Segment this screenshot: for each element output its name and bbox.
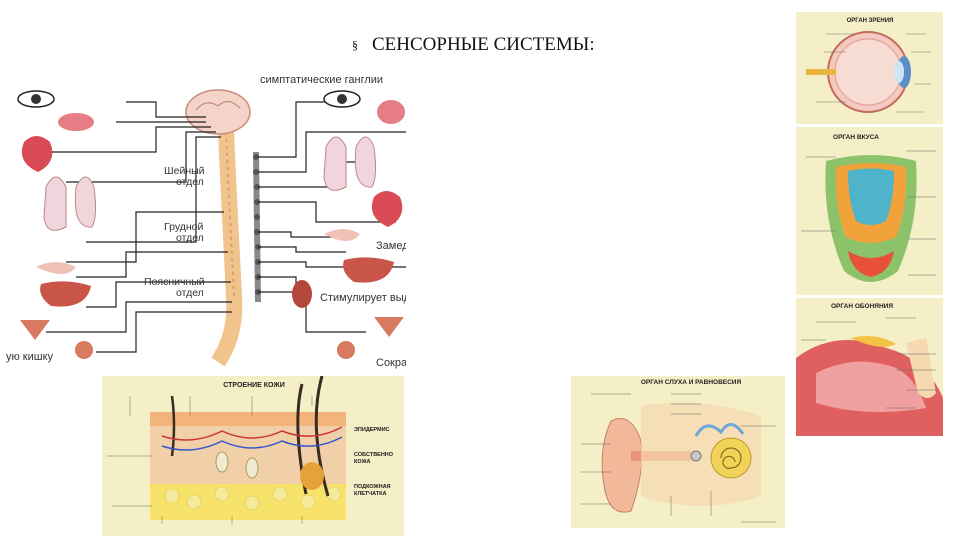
ear-organ-panel: ОРГАН СЛУХА И РАВНОВЕСИЯ (571, 376, 785, 528)
lungs-right-icon (323, 136, 377, 191)
stomach-left-icon (36, 262, 76, 274)
autonomic-nervous-system-diagram: симптатические ганглии Шейный отдел Груд… (6, 62, 406, 372)
sympathetic-ganglia-label: симптатические ганглии (260, 74, 383, 86)
taste-leader-lines (801, 150, 936, 276)
ear-heading: ОРГАН СЛУХА И РАВНОВЕСИЯ (641, 379, 742, 386)
intestine-label: ую кишку (6, 351, 54, 363)
vertebrae (225, 131, 235, 298)
retina (834, 38, 902, 106)
stomach-right-icon (324, 229, 360, 241)
organ-right-bottom-icon (337, 341, 355, 359)
hypodermis-label-1: ПОДКОЖНАЯ (354, 484, 391, 490)
ans-svg: симптатические ганглии Шейный отдел Груд… (6, 74, 406, 369)
receptor-1 (215, 451, 229, 473)
eye-left-icon (17, 90, 55, 108)
contracts-label: Сокра (376, 357, 406, 369)
lumbar-label-2: отдел (176, 287, 204, 299)
organ-left-bottom-icon (75, 341, 93, 359)
nasal-mucosa (816, 361, 926, 412)
hypodermis-label-2: КЛЕТЧАТКА (354, 491, 387, 497)
dermis-label-1: СОБСТВЕННО (354, 452, 394, 458)
salivary-gland-right-icon (377, 100, 405, 124)
cervical-label-2: отдел (176, 176, 204, 188)
ear-auricle (601, 418, 643, 513)
smell-heading: ОРГАН ОБОНЯНИЯ (831, 303, 893, 310)
bladder-left-icon (20, 320, 50, 340)
adrenal-kidney-icon (292, 280, 312, 308)
eye-svg: ОРГАН ЗРЕНИЯ (806, 18, 931, 113)
cochlea (710, 437, 752, 479)
eye-heading: ОРГАН ЗРЕНИЯ (847, 18, 894, 24)
smell-leader-lines (801, 317, 936, 409)
bladder-right-icon (374, 317, 404, 337)
semicircular-canals (694, 423, 745, 437)
blood-vessel-blue (161, 436, 343, 451)
skin-svg: СТРОЕНИЕ КОЖИ ЭПИДЕРМИС СОБСТВЕННО КОЖА … (107, 376, 394, 524)
slows-label: Замед (376, 240, 406, 252)
slide-title-text: СЕНСОРНЫЕ СИСТЕМЫ: (372, 34, 595, 55)
skin-heading: СТРОЕНИЕ КОЖИ (223, 382, 285, 389)
thoracic-label-2: отдел (176, 232, 204, 244)
nose-external (906, 338, 936, 398)
eye-right-icon (323, 90, 361, 108)
slide-title: § СЕНСОРНЫЕ СИСТЕМЫ: (352, 34, 595, 56)
left-nerves (46, 101, 232, 353)
hair-2 (314, 376, 330, 497)
brain-folds (195, 100, 241, 111)
spinal-cord (211, 131, 243, 367)
hair-bulb (300, 462, 324, 490)
bullet-icon: § (352, 37, 358, 52)
ear-leader-lines (581, 393, 776, 523)
tongue-mid-zone (848, 168, 894, 225)
cochlea-spiral (720, 447, 742, 469)
epidermis-label: ЭПИДЕРМИС (354, 427, 390, 433)
dermis-label-2: КОЖА (354, 459, 371, 465)
lumbar-label-1: Поясничный (144, 276, 205, 288)
eardrum (690, 450, 702, 462)
taste-svg: ОРГАН ВКУСА (801, 134, 936, 282)
lens (894, 61, 904, 83)
brain (185, 89, 251, 135)
ear-svg: ОРГАН СЛУХА И РАВНОВЕСИЯ (581, 379, 776, 523)
skin-leader-lines (107, 396, 313, 524)
heart-right-icon (371, 191, 403, 227)
eye-leader-lines (816, 33, 931, 113)
receptor-2 (245, 457, 259, 479)
liver-left-icon (40, 281, 91, 307)
hair-3 (170, 395, 176, 457)
olfactory-bulb (851, 336, 896, 347)
taste-organ-panel: ОРГАН ВКУСА (796, 127, 943, 295)
blood-vessel-red (161, 426, 343, 441)
heart-left-icon (21, 136, 53, 172)
fat-cells (164, 486, 342, 511)
liver-right-icon (343, 257, 394, 283)
cervical-label-1: Шейный (164, 165, 205, 177)
lungs-left-icon (43, 176, 97, 231)
smell-organ-panel: ОРГАН ОБОНЯНИЯ (796, 298, 943, 436)
eye-organ-panel: ОРГАН ЗРЕНИЯ (796, 12, 943, 124)
salivary-gland-left-icon (58, 113, 94, 131)
tongue-tip-zone (848, 251, 894, 277)
skin-structure-panel: СТРОЕНИЕ КОЖИ ЭПИДЕРМИС СОБСТВЕННО КОЖА … (102, 376, 404, 536)
stimulates-label: Стимулирует выд (320, 292, 406, 304)
smell-svg: ОРГАН ОБОНЯНИЯ (796, 303, 943, 436)
taste-heading: ОРГАН ВКУСА (833, 134, 879, 141)
thoracic-label-1: Грудной (164, 221, 203, 233)
